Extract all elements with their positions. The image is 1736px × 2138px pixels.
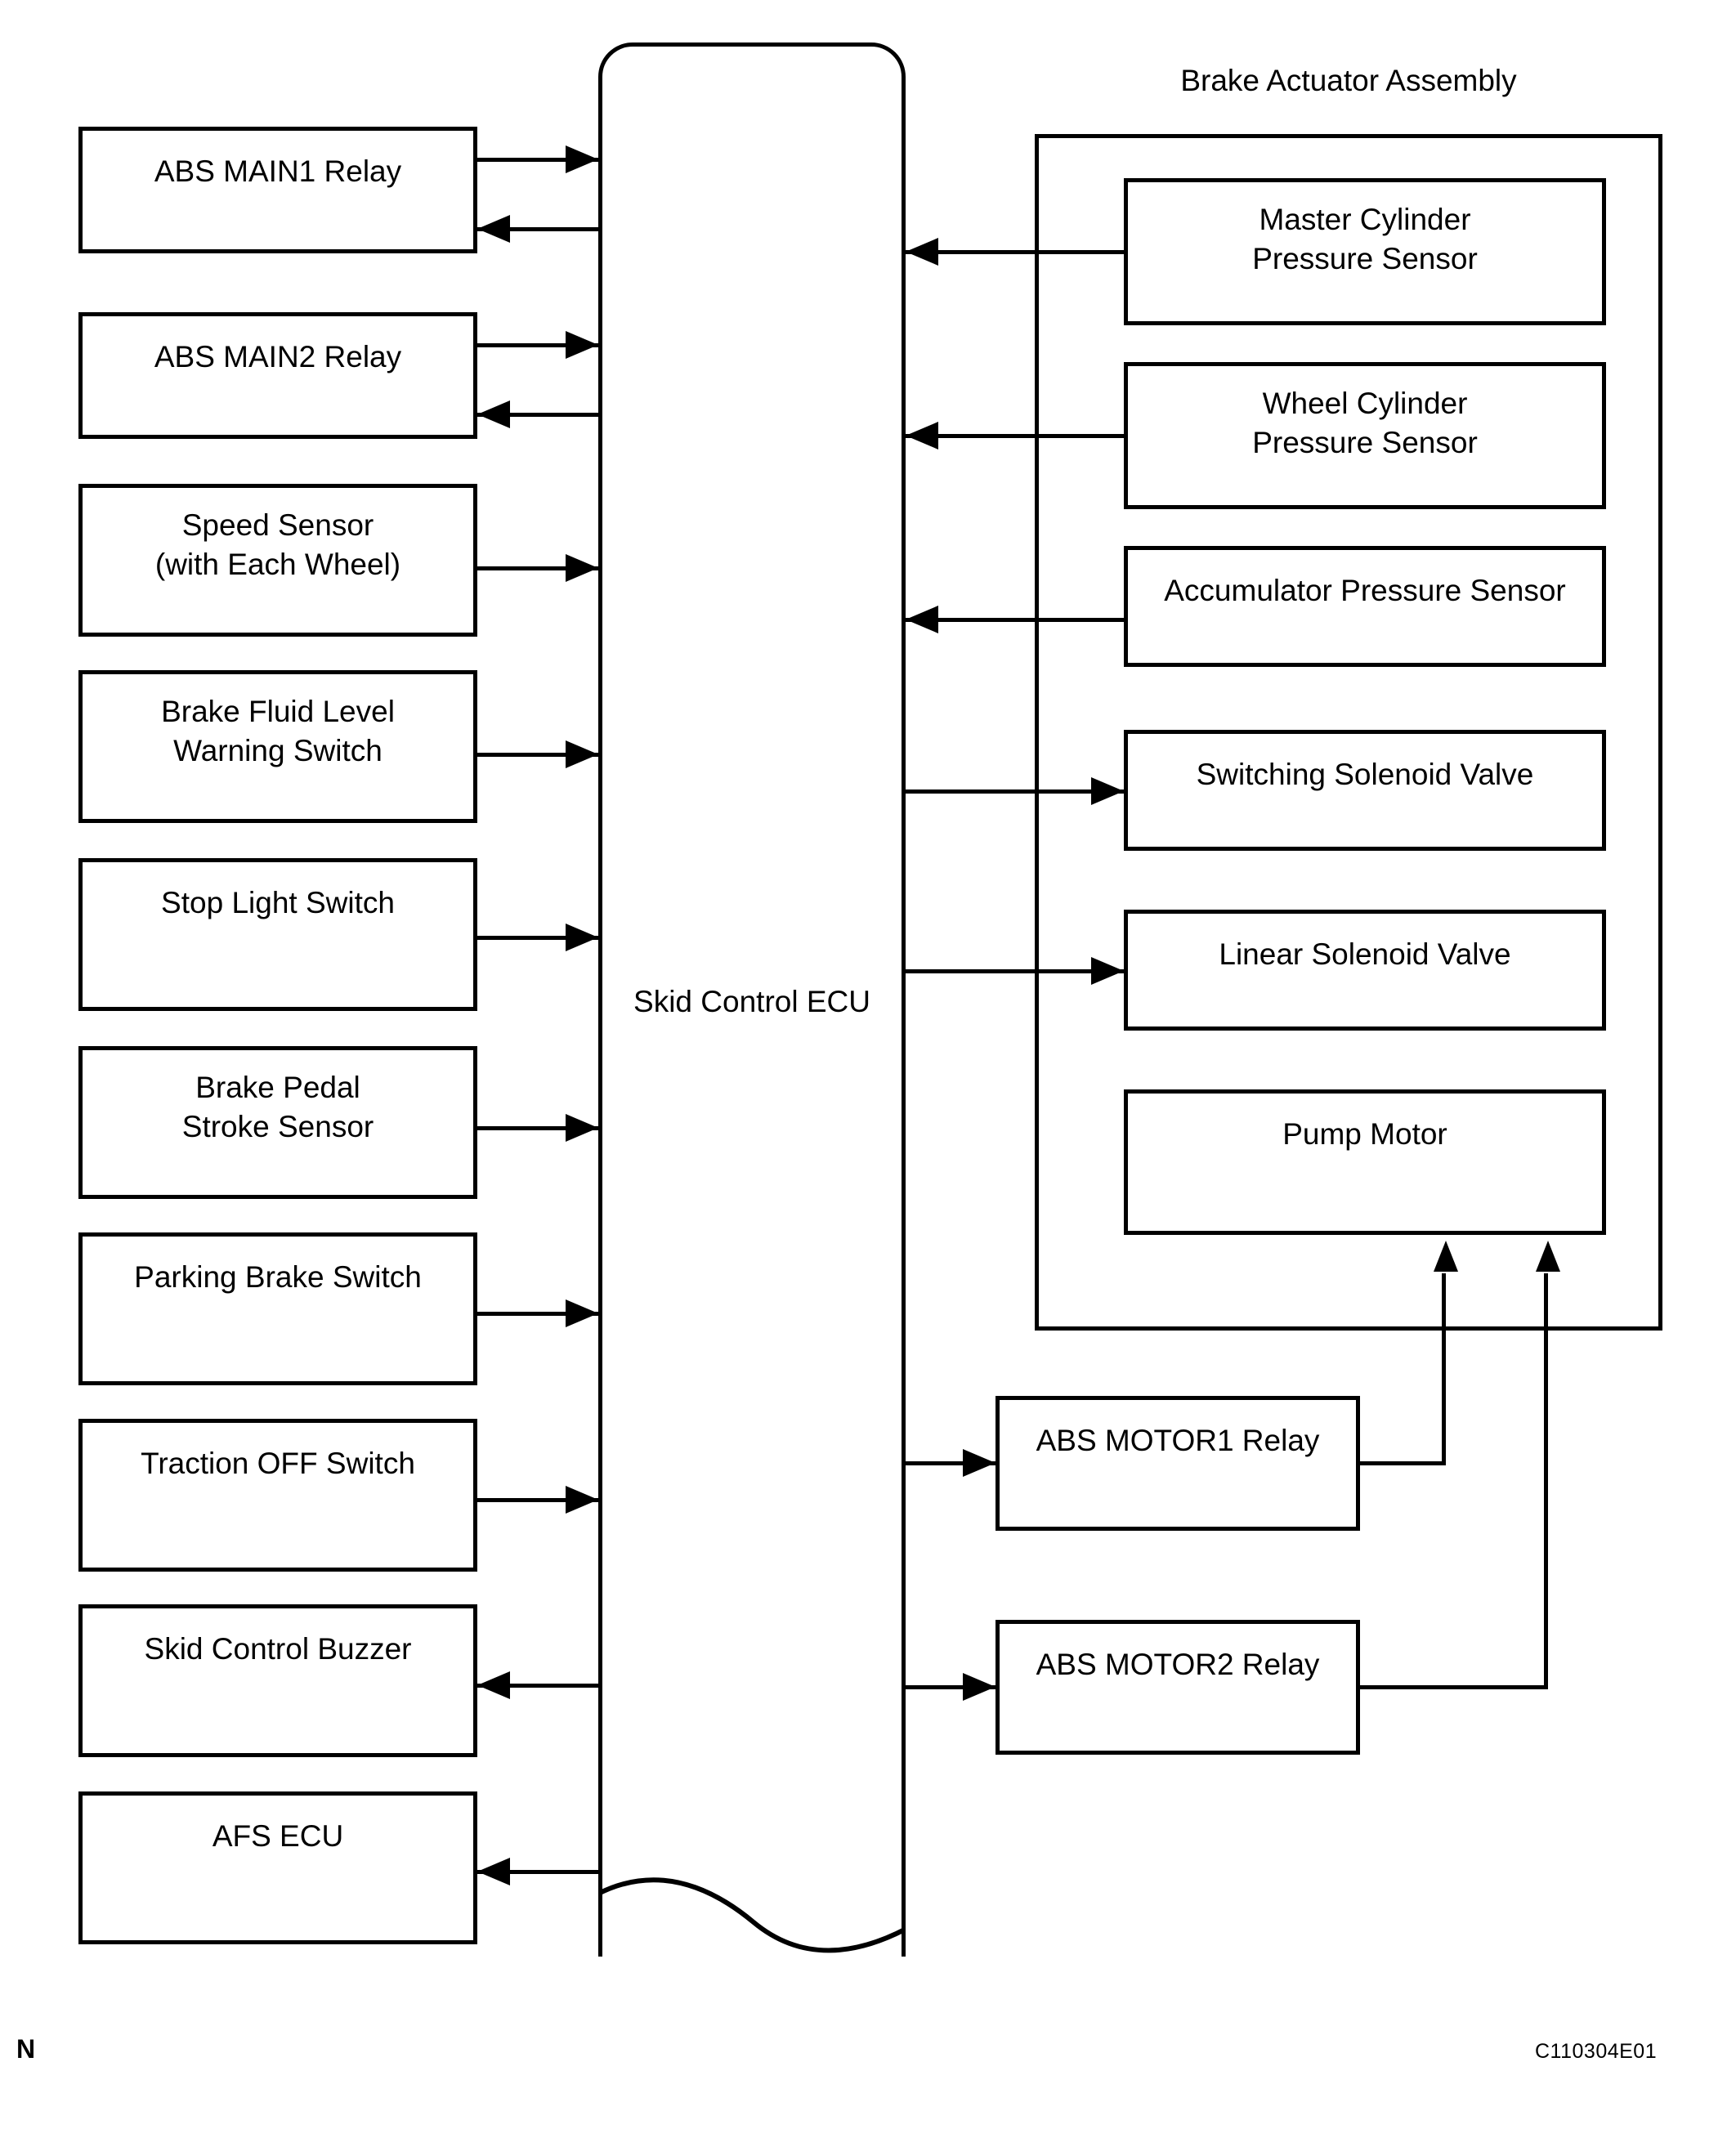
connector-wheel-cylinder-sensor-to-ecu — [906, 434, 1124, 438]
arrow-up-icon — [1434, 1241, 1458, 1272]
block-linear-solenoid-valve[interactable]: Linear Solenoid Valve — [1124, 910, 1606, 1031]
block-label: Linear Solenoid Valve — [1219, 937, 1511, 971]
figure-code: C110304E01 — [1535, 2040, 1658, 2063]
block-skid-control-buzzer[interactable]: Skid Control Buzzer — [78, 1604, 477, 1757]
connector-ecu-to-switching-solenoid-valve — [906, 789, 1124, 794]
block-abs-main2-relay[interactable]: ABS MAIN2 Relay — [78, 312, 477, 439]
brake-actuator-assembly-title: Brake Actuator Assembly — [1180, 64, 1517, 97]
block-abs-main1-relay[interactable]: ABS MAIN1 Relay — [78, 127, 477, 253]
connector-ecu-to-afs-ecu — [477, 1870, 598, 1874]
brake-actuator-assembly-outline — [1035, 134, 1662, 1331]
arrow-up-icon — [1536, 1241, 1560, 1272]
arrow-right-icon — [566, 145, 598, 173]
connector-ecu-to-linear-solenoid-valve — [906, 969, 1124, 973]
arrow-left-icon — [477, 1858, 510, 1885]
block-label: Speed Sensor (with Each Wheel) — [154, 508, 401, 582]
connector-accumulator-sensor-to-ecu — [906, 618, 1124, 622]
arrow-right-icon — [963, 1673, 996, 1701]
connector-ecu-to-abs-motor2-relay — [906, 1685, 996, 1689]
block-label: Switching Solenoid Valve — [1196, 758, 1534, 791]
connector-brake-pedal-stroke-to-ecu — [477, 1126, 598, 1130]
block-label: AFS ECU — [212, 1819, 344, 1853]
connector-master-cylinder-sensor-to-ecu — [906, 250, 1124, 254]
connector-ecu-to-abs-motor1-relay — [906, 1461, 996, 1465]
arrow-left-icon — [477, 215, 510, 243]
connector-abs-motor2-relay-to-pump-motor-horizontal — [1360, 1685, 1548, 1689]
arrow-right-icon — [566, 1486, 598, 1514]
block-label: Master Cylinder Pressure Sensor — [1252, 203, 1478, 276]
block-pump-motor[interactable]: Pump Motor — [1124, 1089, 1606, 1235]
block-master-cylinder-pressure-sensor[interactable]: Master Cylinder Pressure Sensor — [1124, 178, 1606, 325]
block-speed-sensor[interactable]: Speed Sensor (with Each Wheel) — [78, 484, 477, 637]
block-label: Stop Light Switch — [161, 886, 395, 919]
arrow-right-icon — [566, 1299, 598, 1327]
arrow-right-icon — [566, 331, 598, 359]
block-accumulator-pressure-sensor[interactable]: Accumulator Pressure Sensor — [1124, 546, 1606, 667]
connector-abs-motor2-relay-to-pump-motor-vertical — [1544, 1273, 1548, 1689]
block-label: Accumulator Pressure Sensor — [1164, 574, 1566, 607]
block-switching-solenoid-valve[interactable]: Switching Solenoid Valve — [1124, 730, 1606, 851]
connector-abs-motor1-relay-to-pump-motor-vertical — [1442, 1273, 1446, 1465]
block-label: Parking Brake Switch — [134, 1260, 422, 1294]
arrow-right-icon — [963, 1449, 996, 1477]
arrow-right-icon — [566, 924, 598, 951]
block-stop-light-switch[interactable]: Stop Light Switch — [78, 858, 477, 1011]
connector-abs-main1-to-ecu — [477, 158, 598, 162]
block-brake-pedal-stroke-sensor[interactable]: Brake Pedal Stroke Sensor — [78, 1046, 477, 1199]
skid-control-ecu-label: Skid Control ECU — [633, 985, 870, 1018]
block-label: Brake Fluid Level Warning Switch — [161, 695, 395, 768]
block-label: Brake Pedal Stroke Sensor — [181, 1071, 374, 1144]
arrow-right-icon — [1091, 777, 1124, 805]
block-label: ABS MAIN2 Relay — [154, 340, 402, 373]
block-traction-off-switch[interactable]: Traction OFF Switch — [78, 1419, 477, 1572]
block-afs-ecu[interactable]: AFS ECU — [78, 1791, 477, 1944]
connector-speed-sensor-to-ecu — [477, 566, 598, 570]
arrow-left-icon — [477, 400, 510, 428]
connector-brake-fluid-level-to-ecu — [477, 753, 598, 757]
arrow-left-icon — [477, 1671, 510, 1699]
block-parking-brake-switch[interactable]: Parking Brake Switch — [78, 1232, 477, 1385]
connector-traction-off-switch-to-ecu — [477, 1498, 598, 1502]
connector-abs-motor1-relay-to-pump-motor-horizontal — [1360, 1461, 1446, 1465]
block-label: Wheel Cylinder Pressure Sensor — [1252, 387, 1478, 460]
block-abs-motor1-relay[interactable]: ABS MOTOR1 Relay — [996, 1396, 1360, 1531]
connector-abs-main2-to-ecu — [477, 343, 598, 347]
connector-ecu-to-skid-control-buzzer — [477, 1684, 598, 1688]
arrow-right-icon — [566, 554, 598, 582]
block-label: Pump Motor — [1282, 1117, 1447, 1151]
connector-ecu-to-abs-main1 — [477, 227, 598, 231]
arrow-left-icon — [906, 238, 938, 266]
connector-ecu-to-abs-main2 — [477, 413, 598, 417]
skid-control-ecu-block — [598, 42, 906, 1957]
arrow-right-icon — [1091, 957, 1124, 985]
connector-parking-brake-switch-to-ecu — [477, 1312, 598, 1316]
page-mark: N — [16, 2034, 36, 2064]
connector-stop-light-switch-to-ecu — [477, 936, 598, 940]
block-label: Skid Control Buzzer — [144, 1632, 412, 1666]
block-label: ABS MAIN1 Relay — [154, 154, 402, 188]
block-label: ABS MOTOR2 Relay — [1036, 1648, 1320, 1681]
arrow-right-icon — [566, 740, 598, 768]
block-wheel-cylinder-pressure-sensor[interactable]: Wheel Cylinder Pressure Sensor — [1124, 362, 1606, 509]
block-brake-fluid-level-warning-switch[interactable]: Brake Fluid Level Warning Switch — [78, 670, 477, 823]
block-label: Traction OFF Switch — [141, 1447, 415, 1480]
arrow-right-icon — [566, 1114, 598, 1142]
block-label: ABS MOTOR1 Relay — [1036, 1424, 1320, 1457]
arrow-left-icon — [906, 422, 938, 450]
block-abs-motor2-relay[interactable]: ABS MOTOR2 Relay — [996, 1620, 1360, 1755]
arrow-left-icon — [906, 606, 938, 633]
